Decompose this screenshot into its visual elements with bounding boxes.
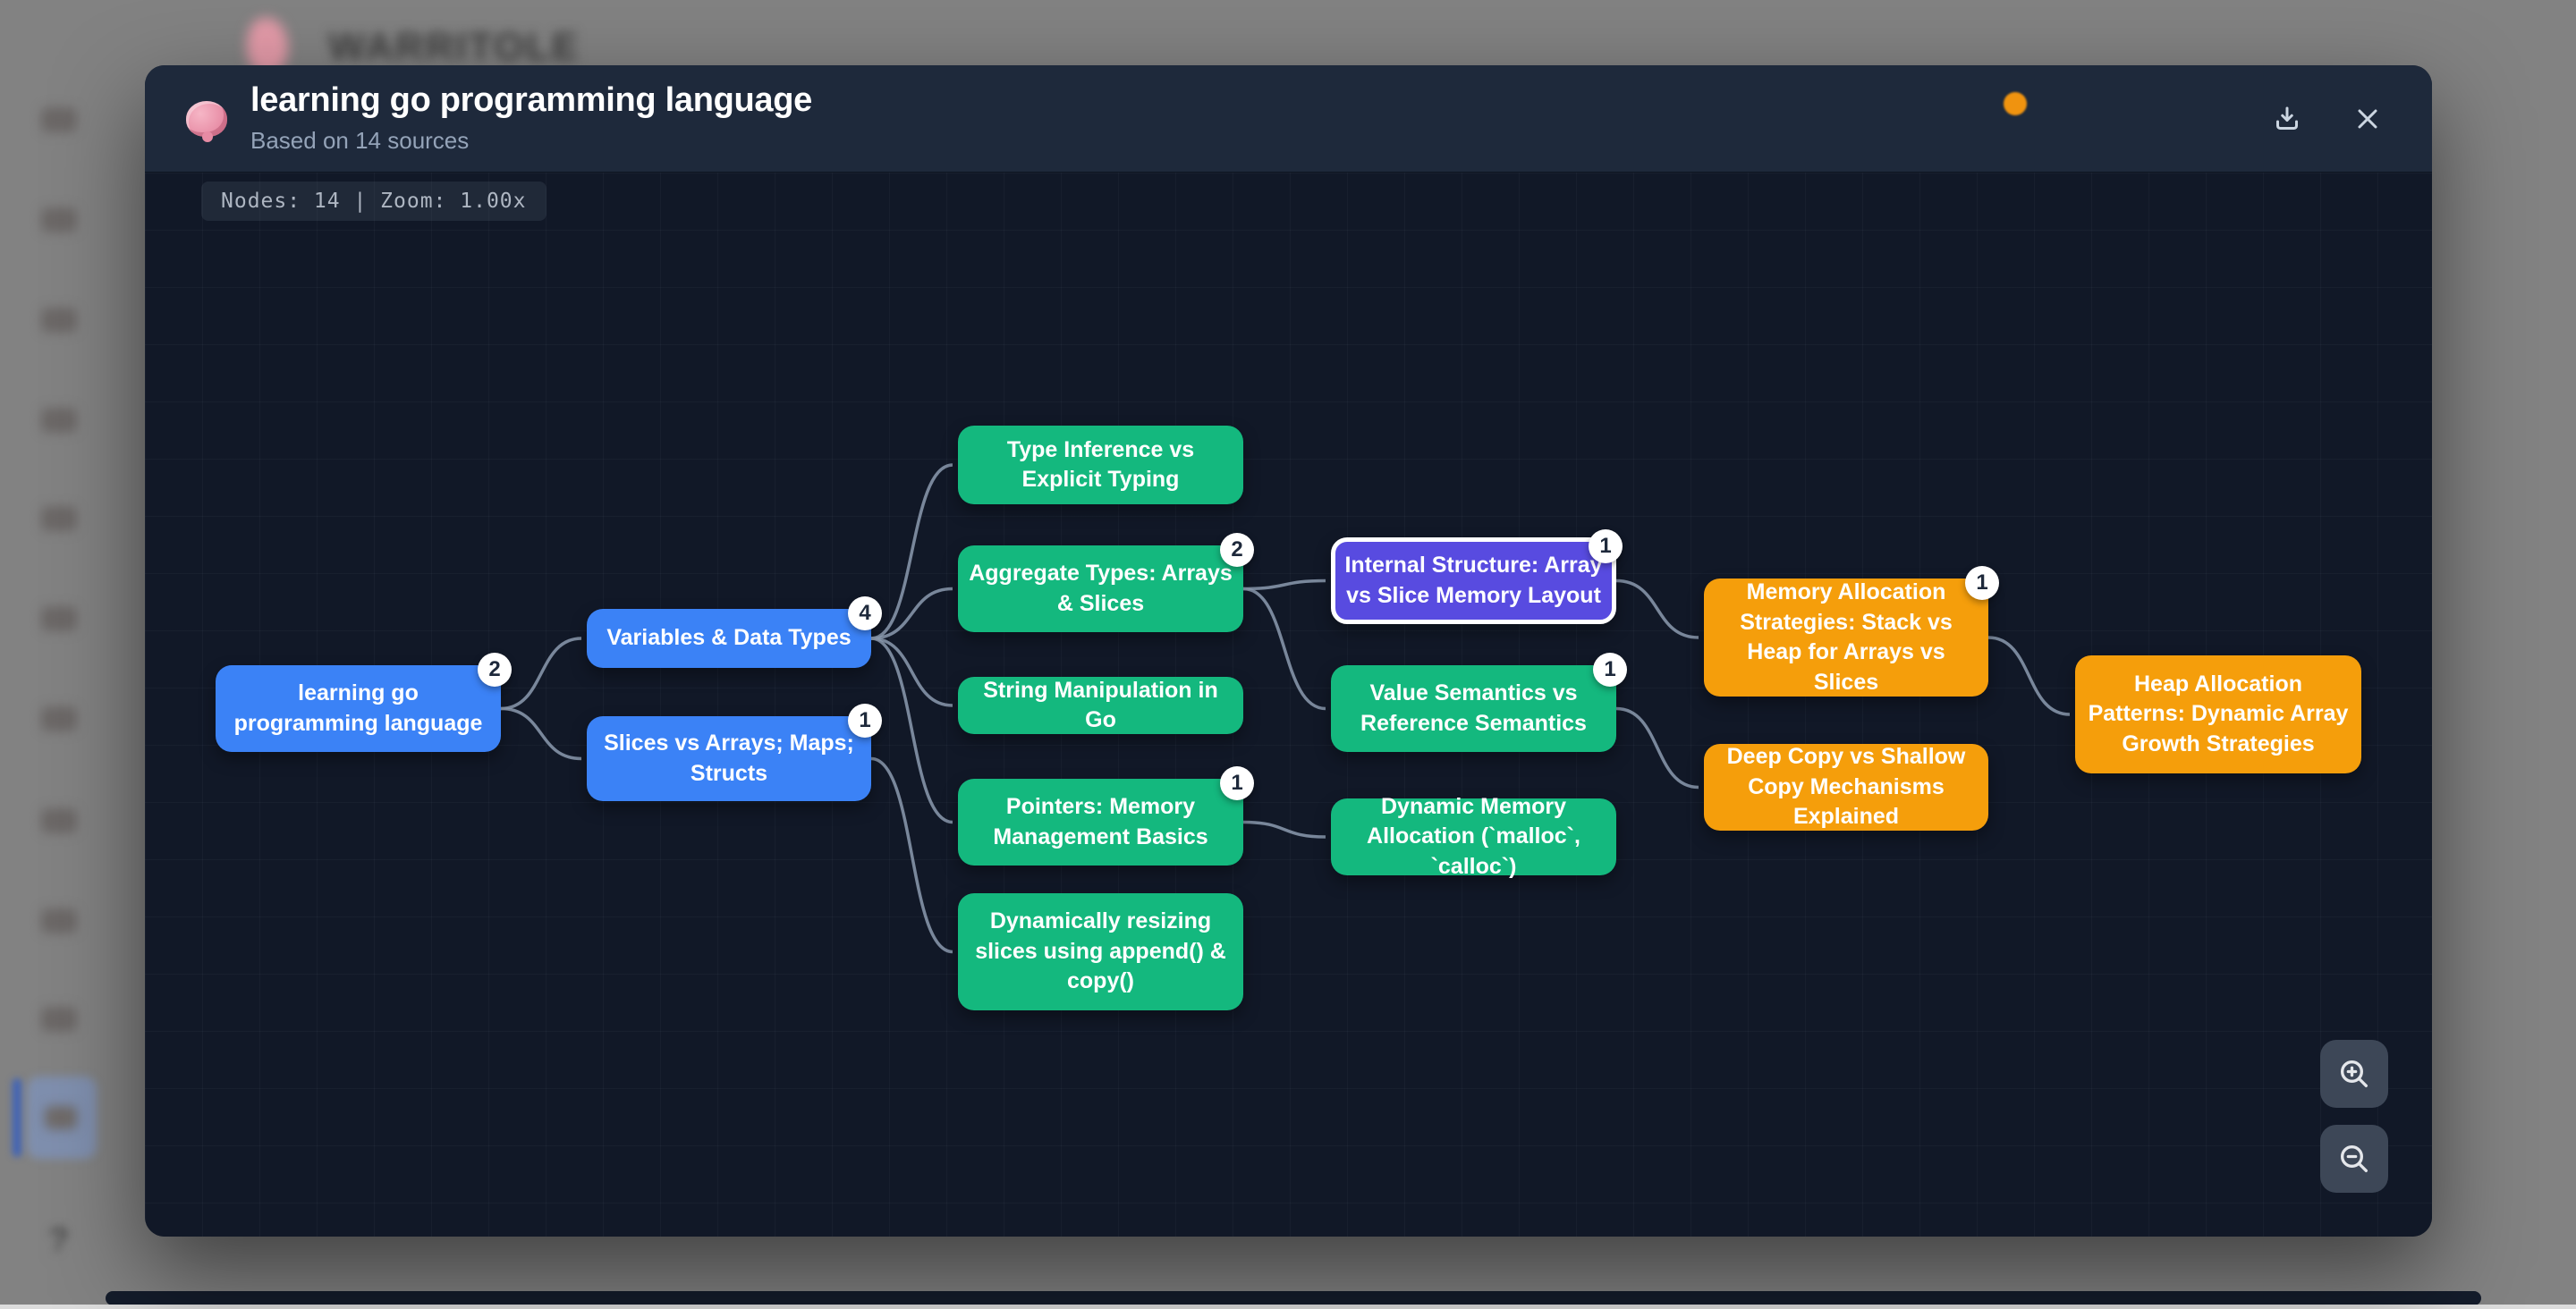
graph-edge bbox=[1242, 820, 1326, 839]
graph-edge bbox=[1242, 587, 1326, 711]
node-label: Dynamic Memory Allocation (`malloc`, `ca… bbox=[1367, 793, 1580, 879]
sidebar-item-icon bbox=[41, 1007, 77, 1032]
sidebar-item-icon bbox=[41, 107, 77, 132]
download-button[interactable] bbox=[2264, 96, 2310, 142]
graph-canvas[interactable]: Nodes: 14 | Zoom: 1.00x learning go prog… bbox=[145, 173, 2432, 1237]
node-label: Value Semantics vs Reference Semantics bbox=[1360, 680, 1587, 736]
node-source-count-badge: 4 bbox=[848, 596, 882, 630]
page-title: learning go programming language bbox=[250, 81, 813, 120]
graph-node-dyn-alloc[interactable]: Dynamic Memory Allocation (`malloc`, `ca… bbox=[1331, 794, 1616, 879]
graph-edge bbox=[870, 463, 953, 640]
graph-node-pointers[interactable]: Pointers: Memory Management Basics 1 bbox=[958, 766, 1254, 866]
node-label: Heap Allocation Patterns: Dynamic Array … bbox=[2088, 671, 2349, 756]
sidebar-item-icon bbox=[41, 606, 77, 631]
graph-edge bbox=[1242, 578, 1326, 591]
status-badge: Nodes: 14 | Zoom: 1.00x bbox=[201, 182, 547, 221]
zoom-out-icon bbox=[2341, 1145, 2368, 1172]
graph-edge bbox=[1615, 578, 1699, 639]
node-label: Dynamically resizing slices using append… bbox=[975, 908, 1226, 994]
graph-node-heap-patterns[interactable]: Heap Allocation Patterns: Dynamic Array … bbox=[2075, 655, 2361, 773]
node-label: Type Inference vs Explicit Typing bbox=[1006, 436, 1195, 493]
node-source-count-badge: 1 bbox=[1589, 529, 1623, 563]
graph-edge bbox=[870, 637, 953, 707]
graph-node-deep-copy[interactable]: Deep Copy vs Shallow Copy Mechanisms Exp… bbox=[1704, 744, 1988, 831]
graph-edge bbox=[500, 637, 582, 711]
node-source-count-badge: 1 bbox=[848, 704, 882, 738]
zoom-out-button[interactable] bbox=[2320, 1125, 2388, 1193]
node-source-count-badge: 1 bbox=[1965, 566, 1999, 600]
graph-edges bbox=[500, 463, 2071, 954]
sidebar-item-icon bbox=[41, 908, 77, 933]
node-label: Deep Copy vs Shallow Copy Mechanisms Exp… bbox=[1726, 744, 1966, 830]
sidebar-item-icon bbox=[41, 808, 77, 833]
graph-edge bbox=[500, 706, 582, 761]
graph-node-mem-strategies[interactable]: Memory Allocation Strategies: Stack vs H… bbox=[1704, 566, 1999, 697]
brain-icon bbox=[186, 100, 227, 142]
graph-edge bbox=[1987, 636, 2071, 716]
bottom-bar bbox=[106, 1291, 2481, 1305]
download-icon bbox=[2276, 106, 2298, 130]
node-source-count-badge: 2 bbox=[1220, 533, 1254, 567]
bottom-strip bbox=[0, 1305, 2576, 1309]
app-title: WARRITOLE bbox=[328, 25, 580, 69]
graph-edge bbox=[870, 756, 953, 954]
close-button[interactable] bbox=[2344, 96, 2391, 142]
help-icon: ? bbox=[48, 1221, 70, 1259]
node-label: learning go programming language bbox=[233, 680, 483, 736]
close-icon bbox=[2358, 109, 2377, 128]
sources-subtitle: Based on 14 sources bbox=[250, 126, 470, 154]
node-source-count-badge: 2 bbox=[478, 653, 512, 687]
sidebar-item-icon bbox=[41, 506, 77, 531]
notification-dot bbox=[2004, 92, 2027, 115]
node-label: Aggregate Types: Arrays & Slices bbox=[969, 561, 1233, 616]
node-label: Internal Structure: Array vs Slice Memor… bbox=[1344, 553, 1603, 608]
modal-header: learning go programming language Based o… bbox=[145, 65, 2432, 173]
node-label: String Manipulation in Go bbox=[983, 677, 1218, 733]
zoom-in-button[interactable] bbox=[2320, 1040, 2388, 1108]
sidebar-item-icon bbox=[41, 706, 77, 731]
node-source-count-badge: 1 bbox=[1220, 766, 1254, 800]
graph-node-type-inference[interactable]: Type Inference vs Explicit Typing bbox=[958, 426, 1243, 504]
graph-node-string-manip[interactable]: String Manipulation in Go bbox=[958, 677, 1243, 734]
sidebar-item-icon bbox=[41, 308, 77, 333]
sidebar-active-icon bbox=[45, 1106, 77, 1129]
sidebar-item-icon bbox=[41, 207, 77, 232]
sidebar-active-indicator bbox=[13, 1078, 21, 1157]
node-label: Variables & Data Types bbox=[606, 625, 852, 651]
graph-node-internal[interactable]: Internal Structure: Array vs Slice Memor… bbox=[1331, 529, 1623, 624]
node-label: Slices vs Arrays; Maps; Structs bbox=[604, 731, 854, 786]
graph-edge bbox=[870, 637, 953, 824]
graph-edge bbox=[1615, 706, 1699, 790]
mindmap-modal: learning go programming language Based o… bbox=[145, 65, 2432, 1237]
zoom-in-icon bbox=[2341, 1060, 2368, 1087]
graph-node-dyn-resize[interactable]: Dynamically resizing slices using append… bbox=[958, 893, 1243, 1010]
graph-edge bbox=[870, 587, 953, 640]
node-label: Memory Allocation Strategies: Stack vs H… bbox=[1740, 579, 1953, 695]
node-label: Pointers: Memory Management Basics bbox=[993, 794, 1208, 849]
node-source-count-badge: 1 bbox=[1593, 653, 1627, 687]
sidebar-item-icon bbox=[41, 408, 77, 433]
